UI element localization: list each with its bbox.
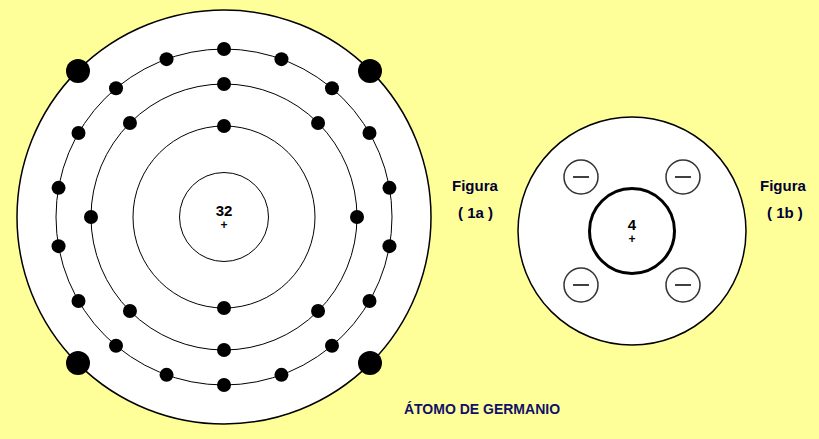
valence-electron bbox=[358, 59, 382, 83]
atom-core-circle: 4+ bbox=[588, 187, 676, 275]
electron bbox=[123, 116, 137, 130]
electron bbox=[350, 210, 364, 224]
orbit bbox=[56, 49, 392, 385]
electron-circle bbox=[666, 160, 700, 194]
electron bbox=[311, 304, 325, 318]
nucleus-circle: 32+ bbox=[179, 172, 269, 262]
electron bbox=[362, 126, 376, 140]
electron bbox=[274, 368, 288, 382]
electron bbox=[274, 52, 288, 66]
negative-electron bbox=[666, 160, 700, 194]
electron bbox=[217, 119, 231, 133]
minus-sign bbox=[573, 284, 589, 286]
negative-electron bbox=[666, 268, 700, 302]
node-texts: 32+ bbox=[216, 203, 233, 231]
electron bbox=[217, 42, 231, 56]
minus-sign bbox=[573, 176, 589, 178]
negative-electron bbox=[564, 268, 598, 302]
simplified-atom-circle bbox=[518, 117, 746, 345]
electron bbox=[160, 368, 174, 382]
electron bbox=[217, 378, 231, 392]
node-texts: 4+ bbox=[628, 217, 636, 245]
valence-electron bbox=[66, 351, 90, 375]
electron bbox=[160, 52, 174, 66]
valence-electron bbox=[358, 351, 382, 375]
electron bbox=[52, 181, 66, 195]
electron bbox=[325, 81, 339, 95]
electron-circle bbox=[666, 268, 700, 302]
orbit bbox=[133, 126, 315, 308]
negative-electron bbox=[564, 160, 598, 194]
electron bbox=[217, 301, 231, 315]
minus-sign bbox=[675, 284, 691, 286]
atomic-number: 4 bbox=[628, 217, 636, 232]
electron-circle bbox=[564, 268, 598, 302]
electron bbox=[72, 294, 86, 308]
orbit bbox=[91, 84, 357, 350]
charge-sign: + bbox=[220, 219, 227, 231]
figure-label: ( 1b ) bbox=[767, 205, 803, 220]
minus-sign bbox=[675, 176, 691, 178]
caption: ÁTOMO DE GERMANIO bbox=[404, 402, 560, 416]
atom-outer-shell bbox=[17, 10, 431, 424]
electron bbox=[217, 343, 231, 357]
electron bbox=[84, 210, 98, 224]
figure-label: ( 1a ) bbox=[458, 205, 493, 220]
electron bbox=[217, 77, 231, 91]
electron bbox=[123, 304, 137, 318]
valence-electron bbox=[66, 59, 90, 83]
electron bbox=[382, 181, 396, 195]
electron bbox=[52, 239, 66, 253]
node-circle bbox=[590, 189, 675, 274]
node-circle bbox=[180, 173, 269, 262]
electron bbox=[72, 126, 86, 140]
electron bbox=[109, 339, 123, 353]
electron bbox=[109, 81, 123, 95]
figure-label: Figura bbox=[452, 178, 498, 193]
atomic-number: 32 bbox=[216, 203, 233, 218]
electron bbox=[311, 116, 325, 130]
electron bbox=[362, 294, 376, 308]
charge-sign: + bbox=[628, 233, 635, 245]
electron-circle bbox=[564, 160, 598, 194]
electron bbox=[382, 239, 396, 253]
electron bbox=[325, 339, 339, 353]
figure-label: Figura bbox=[760, 178, 806, 193]
